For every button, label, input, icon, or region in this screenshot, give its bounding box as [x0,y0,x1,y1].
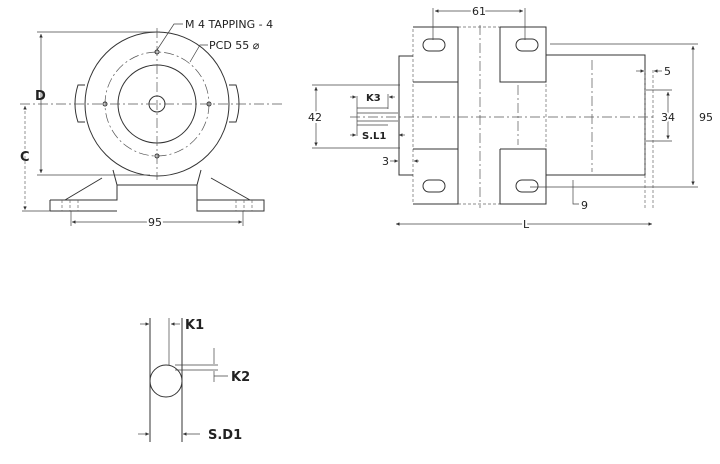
dim-95-label: 95 [148,216,162,229]
dim-k1-label: K1 [185,318,204,333]
top-view: 61 95 34 5 42 K3 S.L1 3 9 L [306,3,713,233]
dim-d-label: D [35,89,46,104]
dim-34-label: 34 [661,111,675,124]
dim-sd1-label: S.D1 [208,428,242,443]
shaft-section [149,364,183,398]
dim-9-label: 9 [581,199,588,212]
dim-42-label: 42 [308,111,322,124]
dim-sl1-label: S.L1 [362,131,386,142]
dim-k3-label: K3 [366,93,381,104]
mounting-blocks [413,26,547,205]
dim-95-top-label: 95 [699,111,713,124]
front-view: D C 95 M 4 TAPPING - 4 PCD 55 ⌀ [20,18,285,231]
motor-body-top [398,54,646,176]
pcd-label: PCD 55 ⌀ [209,39,260,52]
dim-c-label: C [20,150,30,165]
dim-5-label: 5 [664,65,671,78]
dim-l-label: L [523,218,530,231]
shaft-detail: K1 K2 S.D1 [138,318,250,443]
dim-61-label: 61 [472,5,486,18]
dim-k2-label: K2 [231,370,250,385]
tapping-label: M 4 TAPPING - 4 [185,18,273,31]
dim-3-label: 3 [382,155,389,168]
mounting-feet [49,169,265,212]
